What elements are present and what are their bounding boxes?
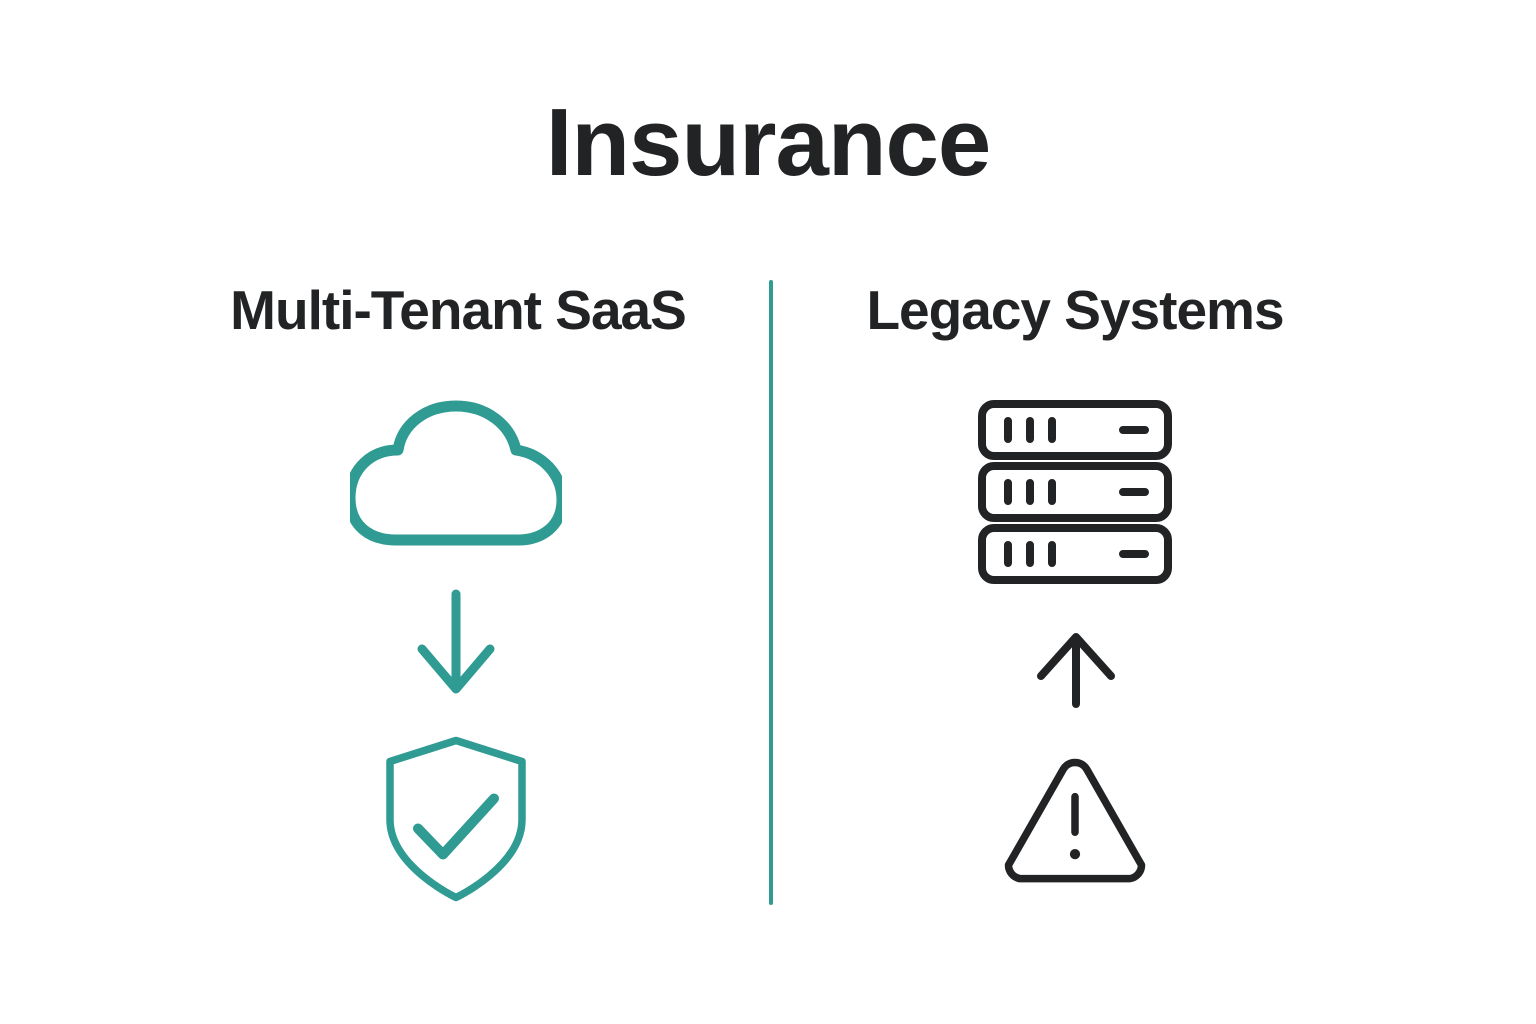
- vertical-divider: [769, 280, 773, 905]
- page-title: Insurance: [545, 89, 992, 196]
- column-heading-legacy-systems: Legacy Systems: [866, 279, 1284, 341]
- arrow-up-icon: [1037, 632, 1115, 708]
- shield-check-icon: [386, 736, 526, 902]
- column-heading-multi-tenant-saas: Multi-Tenant SaaS: [230, 279, 687, 341]
- cloud-icon: [350, 398, 562, 546]
- arrow-down-icon: [417, 588, 495, 696]
- alert-triangle-icon: [988, 742, 1162, 906]
- server-stack-icon: [977, 399, 1173, 585]
